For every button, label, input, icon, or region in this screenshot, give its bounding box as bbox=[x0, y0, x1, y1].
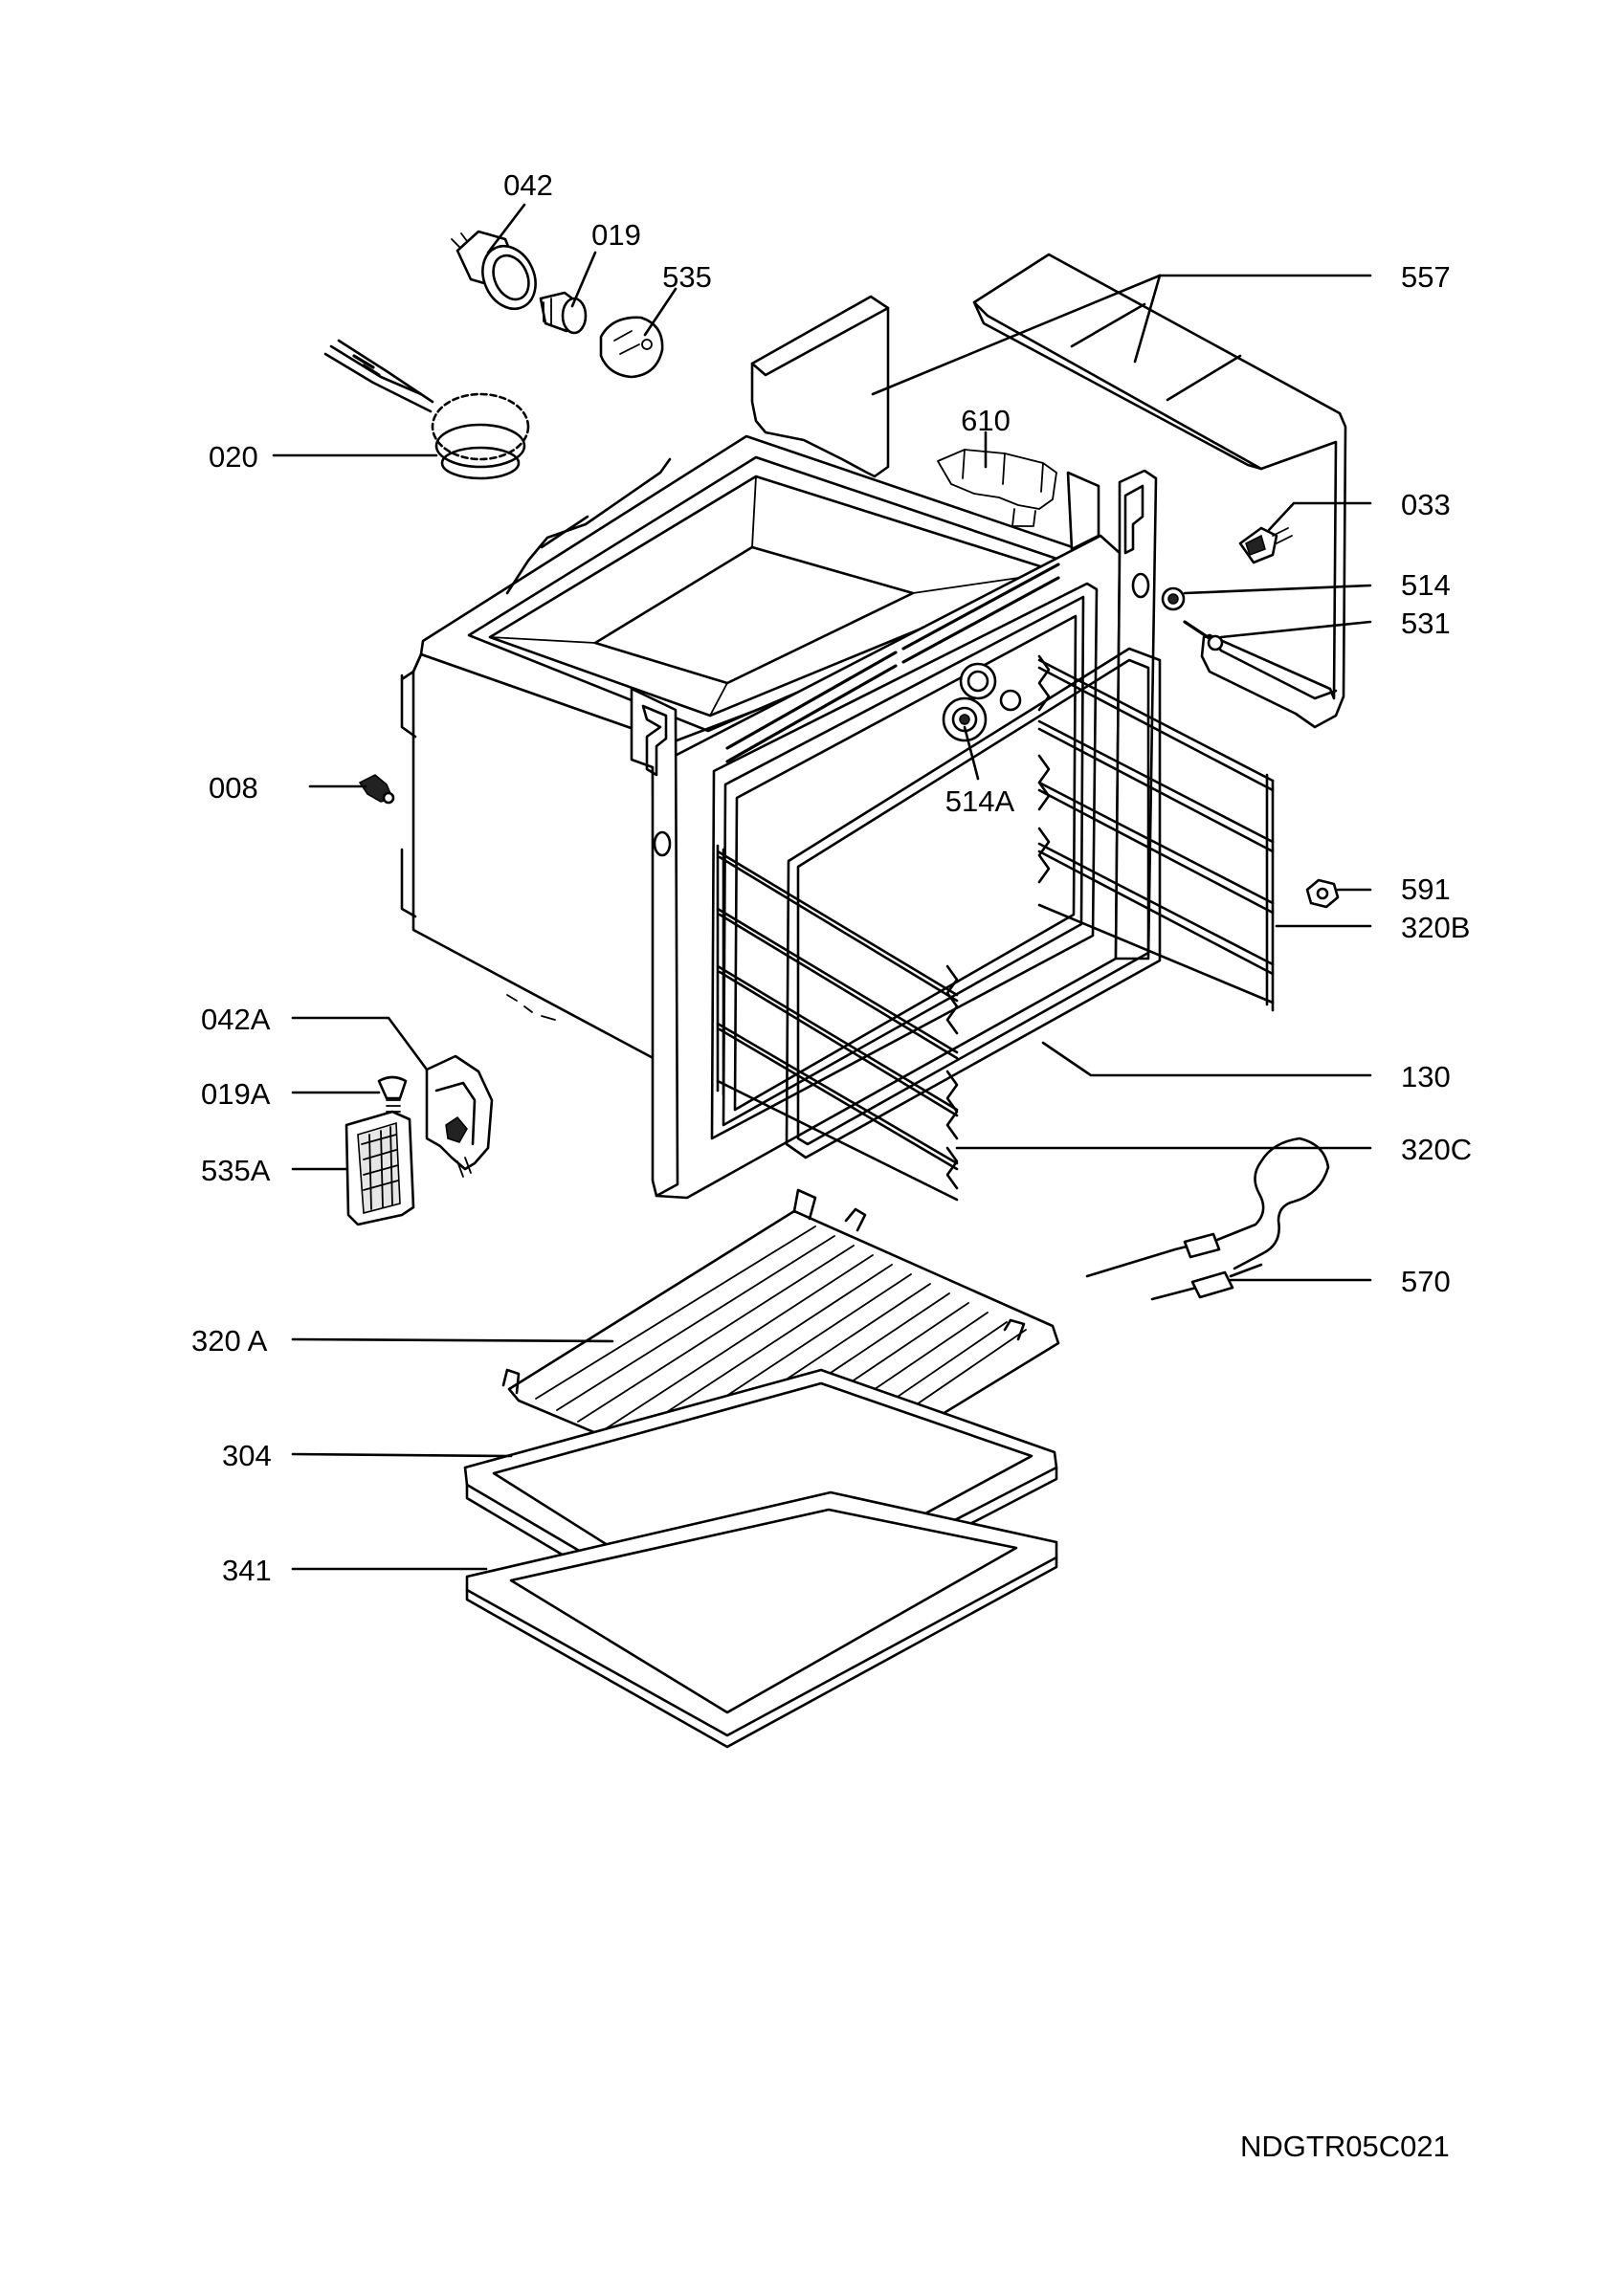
label-591: 591 bbox=[1401, 872, 1451, 906]
label-020: 020 bbox=[209, 440, 258, 474]
label-042: 042 bbox=[503, 168, 553, 202]
insulation-side-panel-557 bbox=[750, 295, 890, 478]
label-320A: 320 A bbox=[191, 1324, 268, 1358]
insulation-wrap-557 bbox=[972, 253, 1347, 729]
nut-514 bbox=[1161, 586, 1186, 611]
label-320B: 320B bbox=[1401, 911, 1470, 944]
leader-lines bbox=[272, 203, 1372, 1571]
connector-033 bbox=[1238, 526, 1293, 564]
label-535A: 535A bbox=[201, 1154, 271, 1187]
lamp-cover-535 bbox=[599, 316, 664, 379]
grill-heating-element-130 bbox=[785, 647, 1162, 1159]
lamp-bulb-019 bbox=[539, 291, 588, 335]
label-304: 304 bbox=[222, 1439, 272, 1472]
side-lamp-glass-535A bbox=[344, 1110, 415, 1226]
label-610: 610 bbox=[961, 404, 1011, 437]
bracket-610 bbox=[937, 449, 1057, 527]
label-130: 130 bbox=[1401, 1060, 1451, 1093]
screw-531 bbox=[1183, 620, 1224, 651]
meat-probe-570 bbox=[1085, 1137, 1330, 1301]
label-320C: 320C bbox=[1401, 1133, 1472, 1166]
label-570: 570 bbox=[1401, 1265, 1451, 1298]
label-535: 535 bbox=[662, 260, 712, 294]
label-033: 033 bbox=[1401, 488, 1451, 521]
label-514A: 514A bbox=[945, 784, 1015, 818]
drawing-code: NDGTR05C021 bbox=[1240, 2130, 1450, 2163]
gasket-frame-341 bbox=[465, 1490, 1058, 1749]
label-042A: 042A bbox=[201, 1003, 271, 1036]
side-shelf-rail-320B bbox=[1037, 654, 1275, 1012]
side-lamp-bulb-019A bbox=[377, 1075, 408, 1113]
label-341: 341 bbox=[222, 1554, 272, 1587]
label-008: 008 bbox=[209, 771, 258, 805]
label-019: 019 bbox=[591, 218, 641, 252]
oven-cavity-body bbox=[400, 434, 1158, 1200]
clip-008 bbox=[358, 774, 395, 805]
label-019A: 019A bbox=[201, 1077, 271, 1111]
nut-591 bbox=[1305, 878, 1340, 909]
side-lamp-housing-042A bbox=[425, 1054, 494, 1178]
lamp-holder-042 bbox=[451, 230, 537, 311]
round-heating-element-020 bbox=[323, 339, 530, 480]
label-531: 531 bbox=[1401, 607, 1451, 640]
side-shelf-rail-320C bbox=[716, 844, 959, 1202]
part-labels: 042 019 535 557 020 610 033 514 531 514A… bbox=[191, 168, 1472, 1587]
label-557: 557 bbox=[1401, 260, 1451, 294]
label-514: 514 bbox=[1401, 568, 1451, 602]
